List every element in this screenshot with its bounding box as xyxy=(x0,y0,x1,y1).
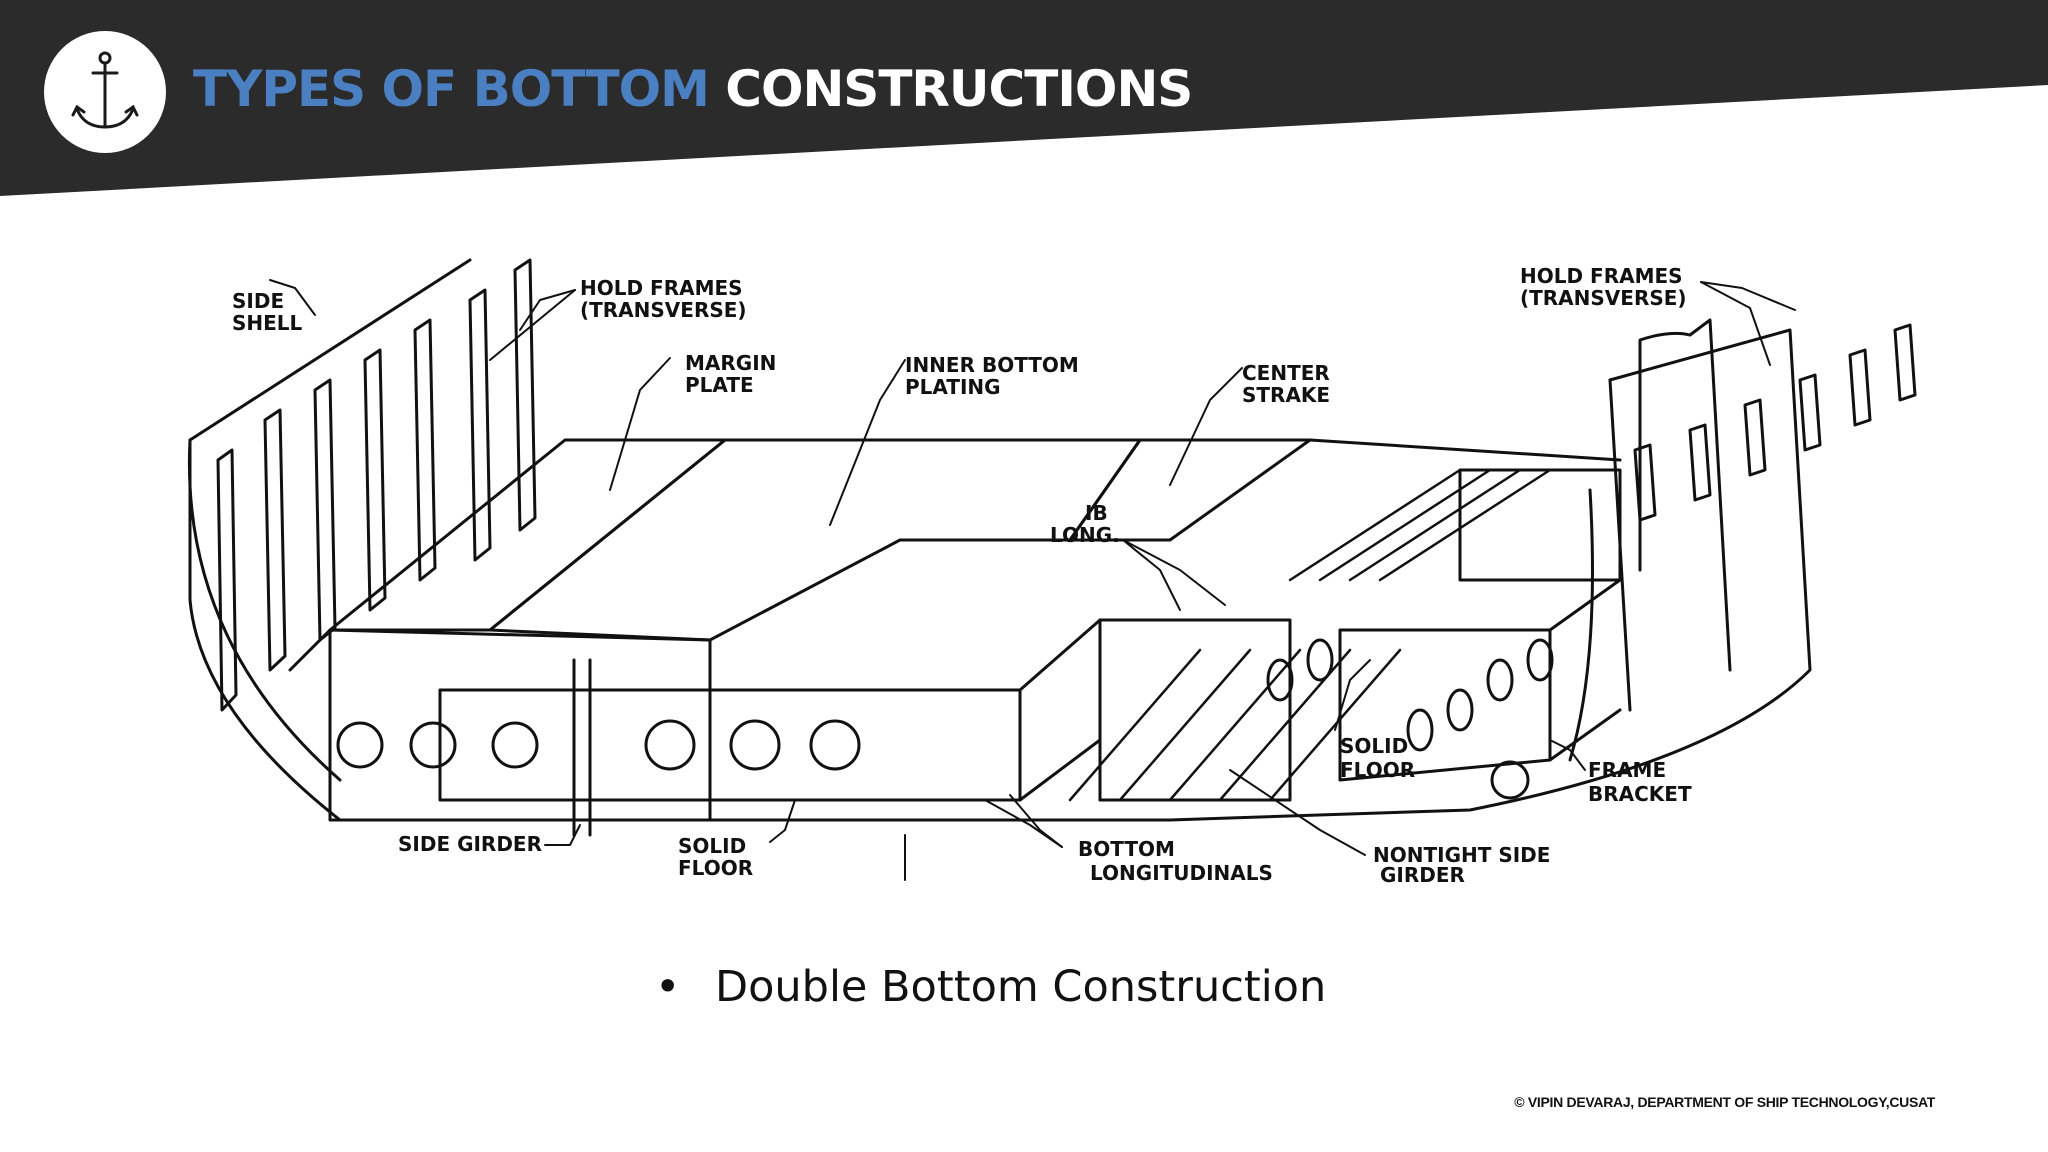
left-hold-frames xyxy=(216,258,537,712)
logo xyxy=(44,31,166,153)
lightening-holes-right xyxy=(1266,638,1554,800)
bullet-item: • Double Bottom Construction xyxy=(655,962,1326,1012)
copyright-footer: © VIPIN DEVARAJ, DEPARTMENT OF SHIP TECH… xyxy=(1514,1094,1935,1110)
title-main: CONSTRUCTIONS xyxy=(725,60,1193,118)
bottom-longitudinals xyxy=(1068,468,1552,802)
slide-title: TYPES OF BOTTOM CONSTRUCTIONS xyxy=(193,60,1193,118)
title-accent: TYPES OF BOTTOM xyxy=(193,60,710,118)
header-band xyxy=(0,0,2048,196)
anchor-icon xyxy=(71,51,139,129)
bullet-text: Double Bottom Construction xyxy=(715,962,1327,1012)
label-hold-frames-left: HOLD FRAMES(TRANSVERSE) xyxy=(580,276,747,322)
label-hold-frames-right: HOLD FRAMES(TRANSVERSE) xyxy=(1520,264,1687,310)
hull-outline xyxy=(188,258,1812,822)
center-strake xyxy=(938,438,1312,542)
label-side-girder: SIDE GIRDER xyxy=(398,832,542,856)
lightening-holes-left xyxy=(336,719,861,771)
right-hold-frames xyxy=(1568,323,1917,762)
bullet-icon: • xyxy=(655,962,681,1012)
